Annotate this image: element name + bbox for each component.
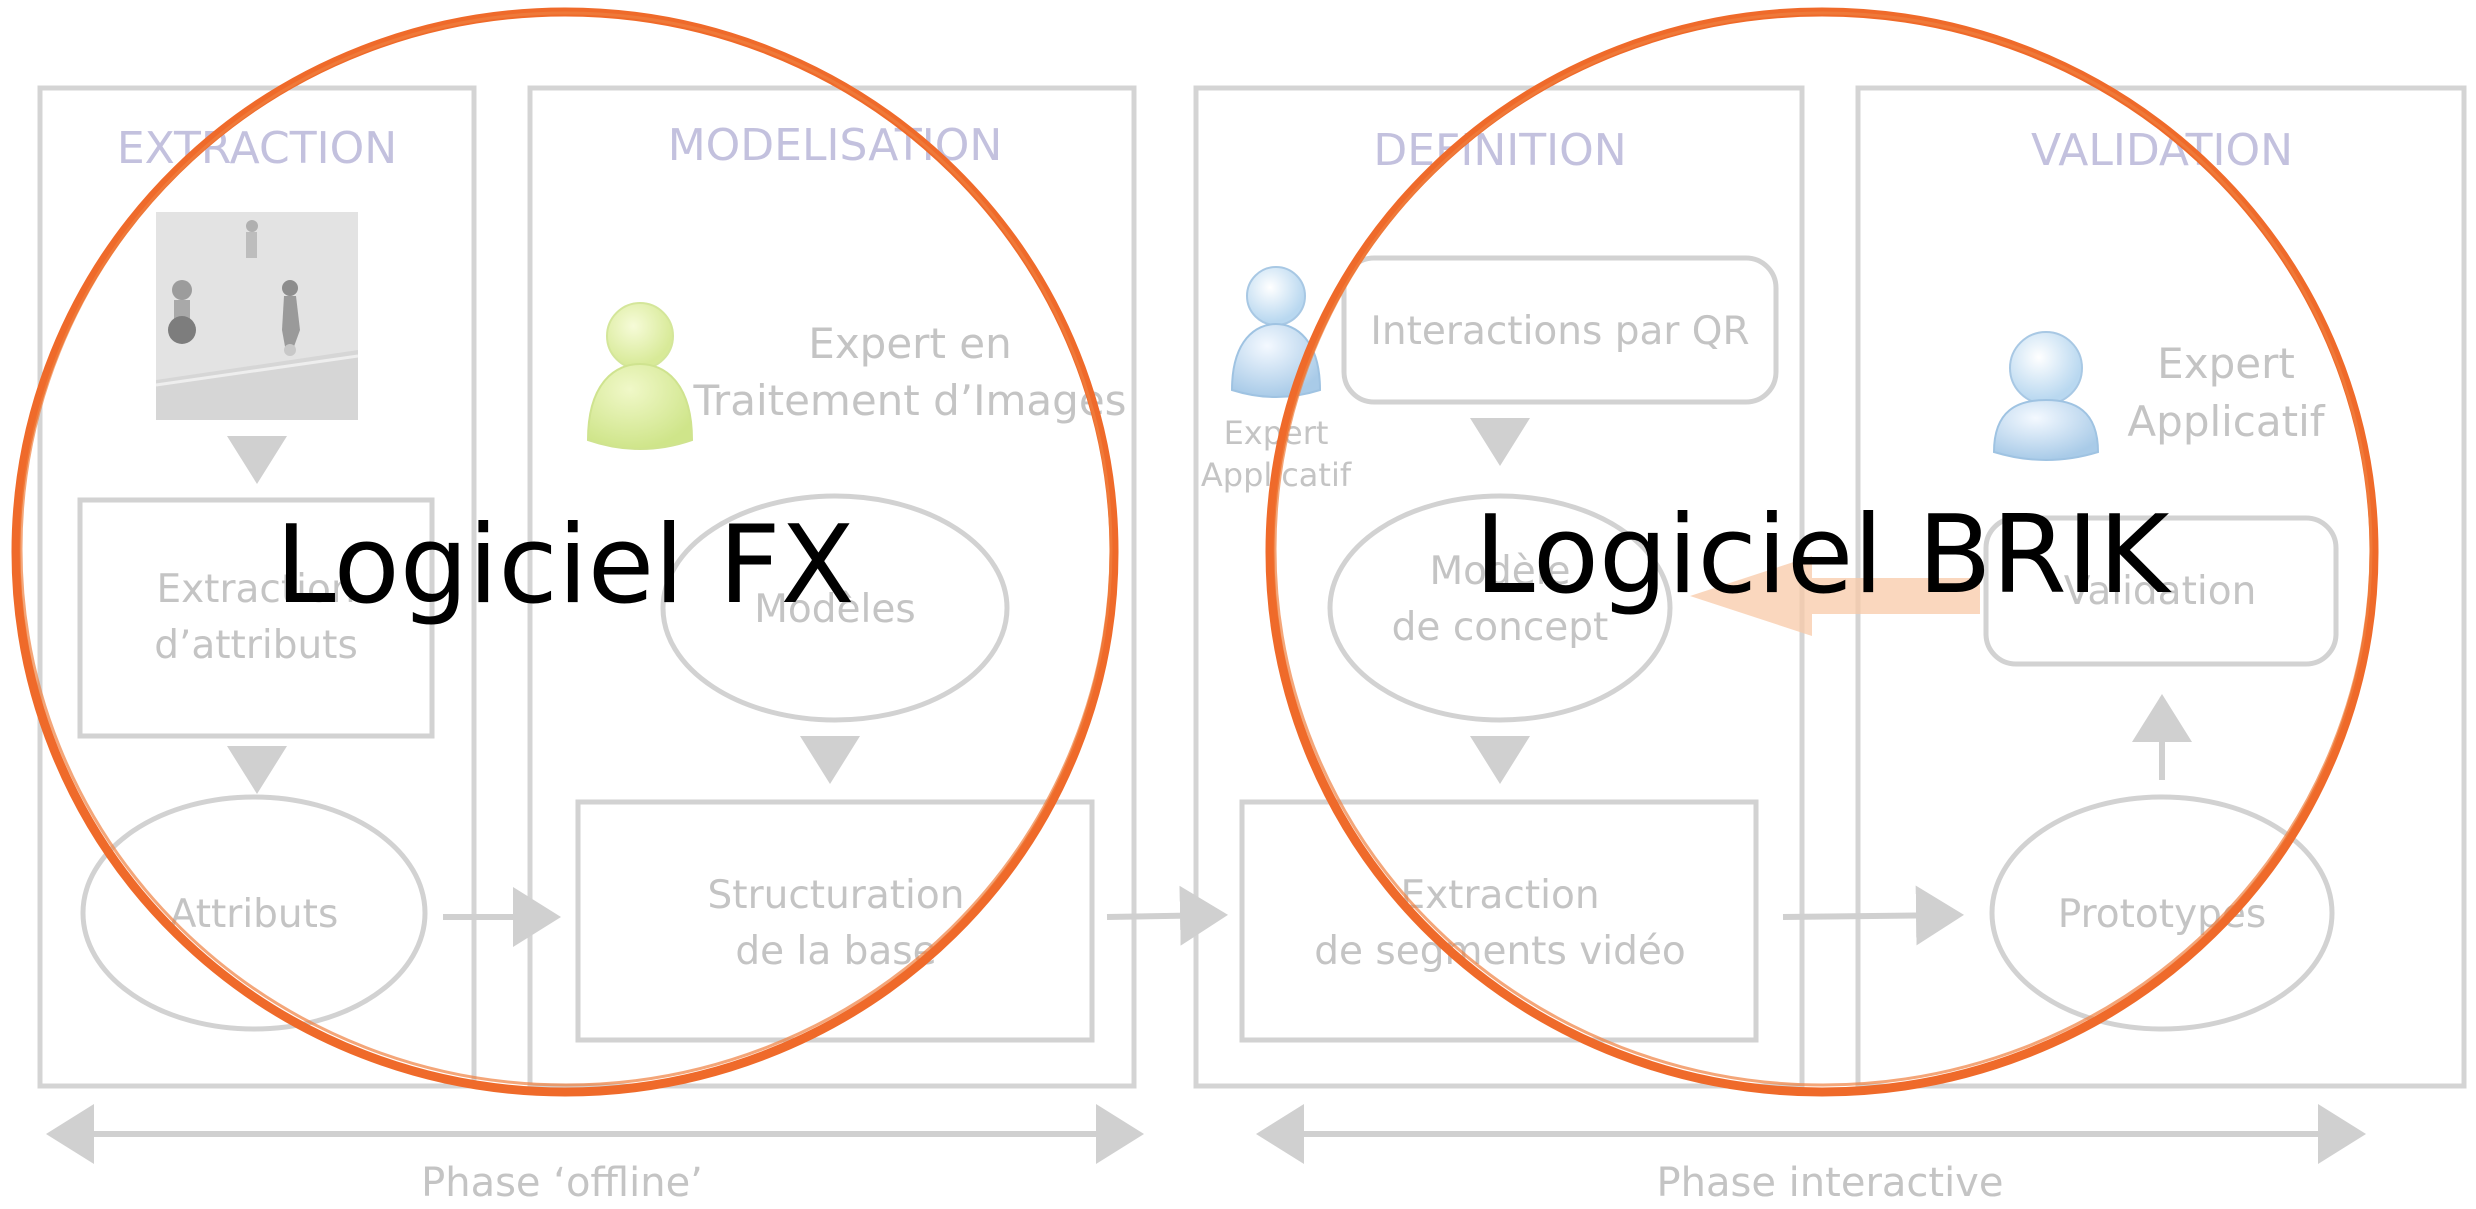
user-icon-blue xyxy=(1230,266,1322,398)
section-title-extraction: EXTRACTION xyxy=(117,123,397,174)
extraction-frame xyxy=(37,85,477,1089)
validation-label: Validation xyxy=(2064,569,2257,614)
modelisation-frame xyxy=(527,85,1137,1089)
logiciel-fx-label: Logiciel FX xyxy=(275,503,854,628)
modele-concept-line1: Modèle xyxy=(1429,549,1570,594)
video-frame-thumbnail xyxy=(155,212,359,420)
extraction-attributs-box xyxy=(77,497,435,739)
logiciel-brik-label: Logiciel BRIK xyxy=(1475,493,2173,618)
modeles-label: Modèles xyxy=(754,587,915,632)
brik-ring xyxy=(1265,7,2379,1097)
expert-applicatif-line2: Applicatif xyxy=(2127,397,2325,446)
extraction-segments-box xyxy=(1239,799,1759,1043)
feedback-arrow xyxy=(1690,556,1980,636)
arrow-right-2 xyxy=(1106,885,1228,946)
section-title-definition: DEFINITION xyxy=(1373,125,1626,176)
fx-ring xyxy=(11,7,1119,1097)
expert-applicatif-line1: Expert xyxy=(2157,339,2295,388)
structuration-box xyxy=(575,799,1095,1043)
phase-interactive-label: Phase interactive xyxy=(1657,1160,2004,1206)
interactions-qr-label: Interactions par QR xyxy=(1370,309,1749,354)
extraction-segments-line2: de segments vidéo xyxy=(1314,929,1685,974)
extraction-box-line1: Extraction xyxy=(156,567,355,612)
modele-concept-line2: de concept xyxy=(1392,605,1609,650)
structuration-line1: Structuration xyxy=(708,873,965,918)
user-icon-blue-validation xyxy=(1992,331,2100,461)
attributs-label: Attributs xyxy=(170,892,339,937)
prototypes-ellipse xyxy=(1989,794,2335,1032)
user-icon-green xyxy=(586,302,694,450)
extraction-box-line2: d’attributs xyxy=(154,623,358,668)
structuration-line2: de la base xyxy=(735,929,936,974)
phase-offline-label: Phase ‘offline’ xyxy=(421,1160,703,1206)
expert-images-line2: Traitement d’Images xyxy=(692,376,1126,425)
attributs-ellipse xyxy=(80,794,428,1032)
modele-concept-ellipse xyxy=(1327,493,1673,723)
arrow-right-3 xyxy=(1782,885,1964,946)
expert-applicatif-small-line1: Expert xyxy=(1224,414,1329,452)
extraction-segments-line1: Extraction xyxy=(1400,873,1599,918)
validation-box xyxy=(1983,515,2339,667)
expert-images-line1: Expert en xyxy=(808,319,1011,368)
modeles-ellipse xyxy=(660,493,1010,723)
interactions-qr-box xyxy=(1341,255,1779,405)
section-title-validation: VALIDATION xyxy=(2031,125,2293,176)
